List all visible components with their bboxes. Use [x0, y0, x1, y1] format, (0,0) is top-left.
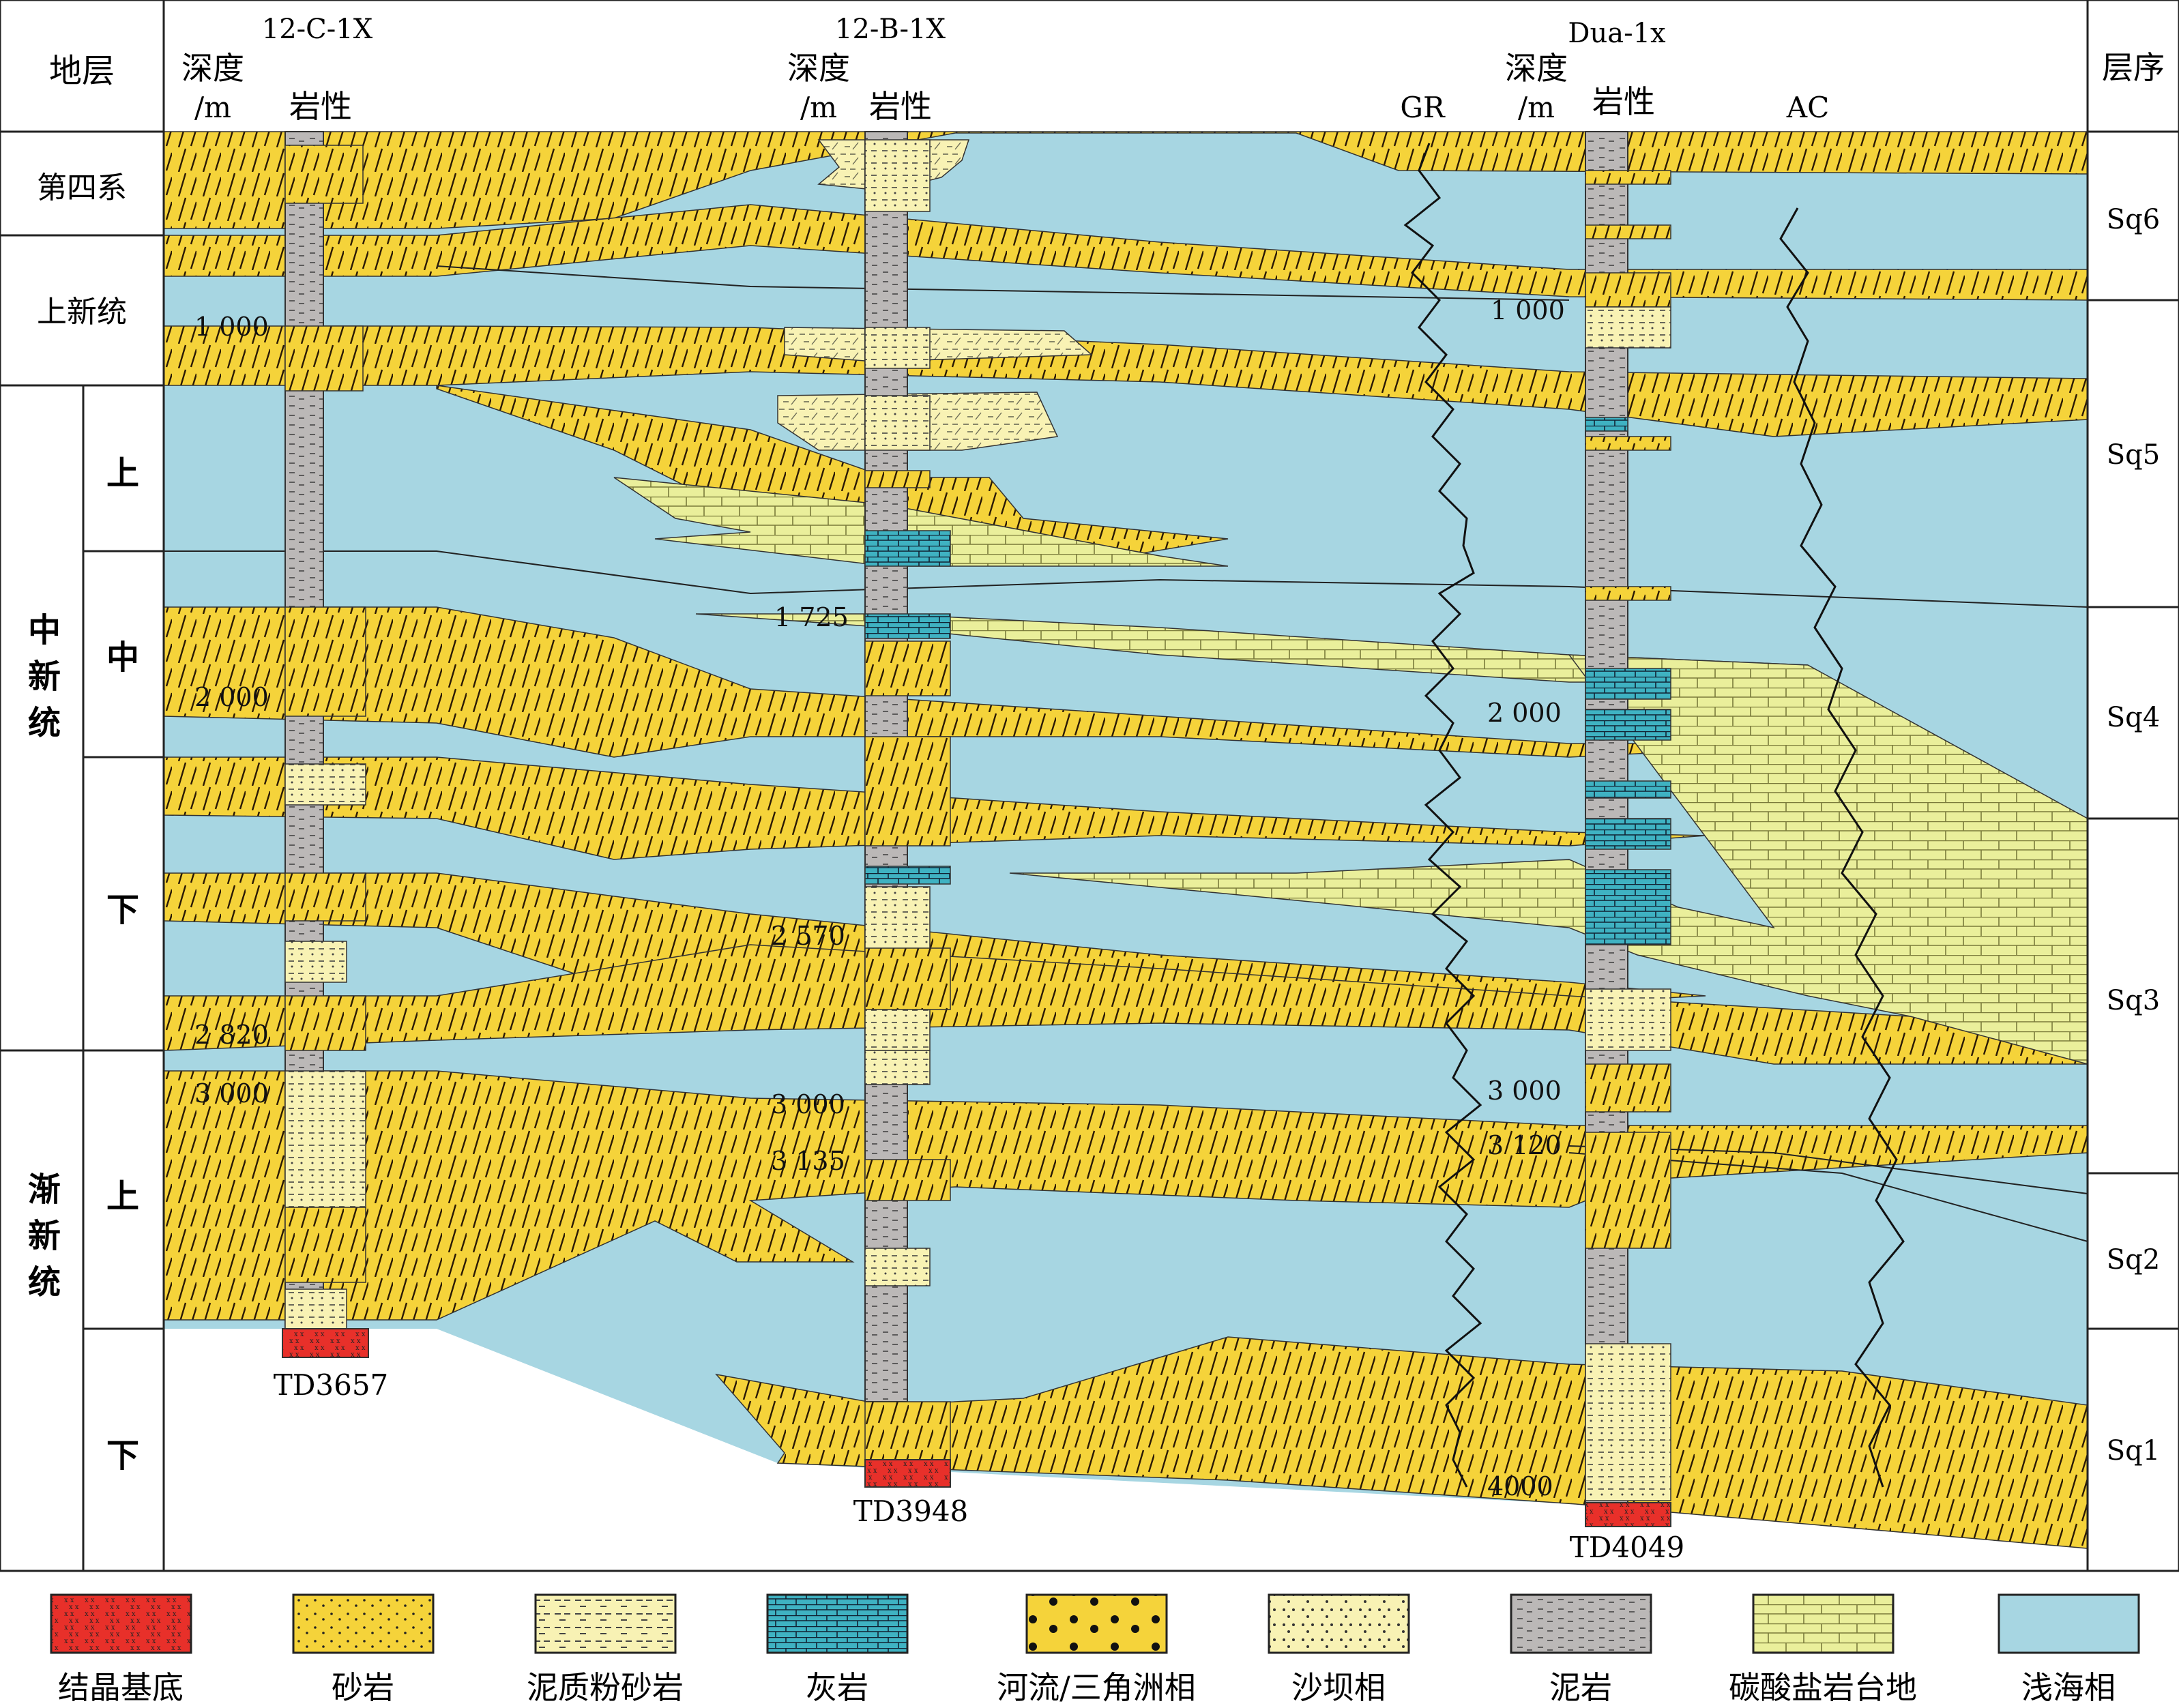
depth-unit-b: /m — [800, 91, 837, 124]
depth-mark-b-2570: 2 570 — [771, 921, 845, 951]
lithology-header-c: 岩性 — [289, 88, 352, 125]
legend-item-shallow-marine: 浅海相 — [1998, 1593, 2140, 1706]
limestone-block-Dua-1x-f — [1585, 869, 1671, 945]
limestone-block-Dua-1x-b — [1585, 668, 1671, 700]
gr-log-curve — [1403, 143, 1482, 1488]
middle-miocene-label: 中 — [106, 638, 139, 677]
depth-mark-d-3120: 3 120 — [1487, 1130, 1562, 1160]
lithology-header-b: 岩性 — [869, 88, 932, 125]
legend-item-sand-bar: 沙坝相 — [1268, 1593, 1410, 1706]
depth-mark-b-1725: 1 725 — [774, 602, 849, 632]
quaternary-label: 第四系 — [37, 171, 127, 205]
depth-mark-c-2820: 2 820 — [194, 1020, 269, 1050]
depth-unit-c: /m — [194, 91, 231, 124]
depth-mark-c-1000: 1 000 — [194, 312, 269, 342]
limestone-block-12-B-1X-b — [864, 613, 951, 639]
limestone-block-12-B-1X-c — [864, 866, 951, 885]
miocene-label: 中新统 — [22, 613, 61, 752]
depth-header-c: 深度 — [181, 50, 244, 87]
basement-block-Dua-1x — [1585, 1502, 1671, 1527]
depth-mark-c-3000: 3 000 — [194, 1078, 269, 1108]
sequence-sq2: Sq2 — [2107, 1244, 2160, 1276]
legend: 结晶基底 砂岩 泥质粉砂岩 灰岩 河流/三角洲相 沙坝相 泥岩 碳酸盐岩台地 — [50, 1593, 2140, 1706]
sequence-column-header: 层序 — [2102, 49, 2165, 86]
svg-text:沙坝相: 沙坝相 — [1291, 1669, 1386, 1705]
legend-item-fluvial-delta: 河流/三角洲相 — [997, 1593, 1196, 1706]
svg-text:结晶基底: 结晶基底 — [58, 1669, 184, 1705]
legend-item-muddy-siltstone: 泥质粉砂岩 — [527, 1593, 684, 1706]
well-name-Dua-1x: Dua-1x — [1568, 18, 1666, 49]
svg-text:中新统: 中新统 — [22, 613, 61, 752]
svg-text:浅海相: 浅海相 — [2021, 1669, 2116, 1705]
depth-mark-b-3135: 3 135 — [771, 1146, 845, 1176]
svg-text:灰岩: 灰岩 — [806, 1669, 868, 1705]
depth-mark-d-1000: 1 000 — [1491, 295, 1565, 325]
depth-header-b: 深度 — [787, 50, 850, 87]
limestone-block-Dua-1x-d — [1585, 780, 1671, 799]
legend-item-mudstone: 泥岩 — [1510, 1593, 1652, 1706]
pliocene-label: 上新统 — [37, 295, 127, 329]
well-name-12-C-1X: 12-C-1X — [262, 14, 373, 45]
depth-mark-c-2000: 2 000 — [194, 682, 269, 712]
well-12-C-1X-column — [282, 131, 369, 1358]
sequence-sq4: Sq4 — [2107, 702, 2160, 733]
depth-unit-d: /m — [1518, 91, 1555, 124]
svg-text:河流/三角洲相: 河流/三角洲相 — [997, 1669, 1196, 1705]
oligocene-label: 渐新统 — [22, 1172, 61, 1311]
svg-text:砂岩: 砂岩 — [332, 1669, 394, 1705]
svg-text:渐新统: 渐新统 — [22, 1172, 61, 1311]
legend-item-limestone: 灰岩 — [766, 1593, 909, 1706]
legend-item-basement: 结晶基底 — [50, 1593, 192, 1706]
td-12-C-1X: TD3657 — [274, 1368, 389, 1402]
depth-markers: 1 000 2 000 2 820 3 000 1 725 2 570 3 00… — [194, 295, 1565, 1501]
svg-text:碳酸盐岩台地: 碳酸盐岩台地 — [1729, 1669, 1917, 1705]
depth-header-d: 深度 — [1505, 50, 1568, 87]
strata-column-header: 地层 — [49, 52, 115, 90]
gr-header: GR — [1400, 91, 1446, 124]
depth-mark-d-2000: 2 000 — [1487, 698, 1562, 728]
sequence-sq5: Sq5 — [2107, 439, 2160, 471]
upper-oligocene-label: 上 — [106, 1177, 139, 1216]
limestone-block-Dua-1x-c — [1585, 709, 1671, 741]
td-Dua-1x: TD4049 — [1570, 1531, 1685, 1564]
sequence-sq3: Sq3 — [2107, 985, 2160, 1016]
lithology-header-d: 岩性 — [1592, 83, 1655, 120]
frame — [0, 0, 2179, 1572]
well-name-12-B-1X: 12-B-1X — [835, 14, 946, 45]
basement-block-12-C-1X — [282, 1328, 369, 1358]
svg-text:泥岩: 泥岩 — [1549, 1669, 1612, 1705]
td-12-B-1X: TD3948 — [853, 1494, 969, 1528]
limestone-block-Dua-1x-a — [1585, 417, 1628, 432]
ac-log-curve — [1779, 207, 1905, 1488]
basement-block-12-B-1X — [864, 1459, 951, 1488]
sequence-sq1: Sq1 — [2107, 1435, 2160, 1467]
ac-header: AC — [1786, 91, 1829, 124]
sequence-sq6: Sq6 — [2107, 204, 2160, 235]
upper-miocene-label: 上 — [106, 454, 139, 492]
well-Dua-1x-column — [1585, 131, 1671, 1527]
legend-item-sandstone: 砂岩 — [292, 1593, 435, 1706]
depth-mark-d-4000: 4000 — [1487, 1471, 1553, 1501]
limestone-block-Dua-1x-e — [1585, 818, 1671, 850]
legend-item-carbonate-platform: 碳酸盐岩台地 — [1729, 1593, 1917, 1706]
svg-text:泥质粉砂岩: 泥质粉砂岩 — [527, 1669, 684, 1705]
limestone-block-12-B-1X-a — [864, 530, 951, 567]
well-12-B-1X-column — [864, 131, 951, 1488]
lower-miocene-label: 下 — [106, 891, 139, 929]
lower-oligocene-label: 下 — [106, 1437, 139, 1475]
depth-mark-d-3000: 3 000 — [1487, 1076, 1562, 1106]
carbonate-platform-bodies — [613, 477, 2088, 1065]
depth-mark-b-3000: 3 000 — [771, 1089, 845, 1119]
